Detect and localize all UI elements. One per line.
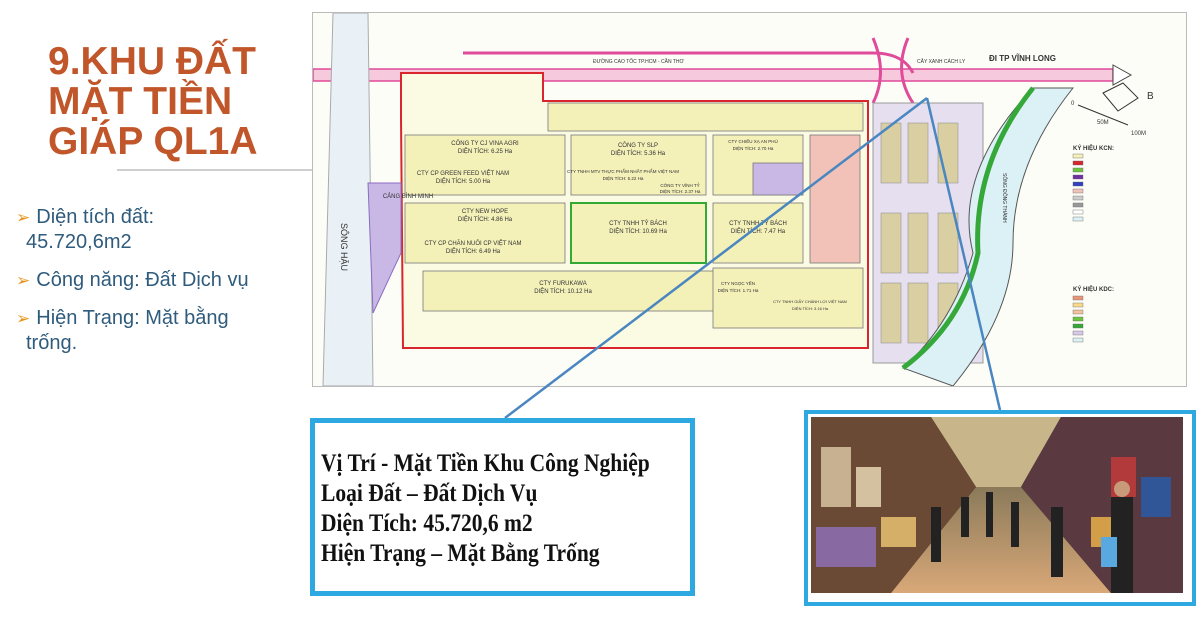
north-arrow-icon	[1102, 82, 1139, 112]
lot-area: DIỆN TÍCH: 6.25 Ha	[458, 147, 513, 155]
lot-area: DIỆN TÍCH: 7.47 Ha	[731, 227, 786, 235]
lot-area: DIỆN TÍCH: 5.00 Ha	[436, 177, 491, 185]
bullet-function: ➢ Công năng: Đất Dịch vụ	[16, 268, 306, 293]
bullet-value: trống.	[26, 332, 78, 354]
market-photo	[804, 410, 1196, 606]
lot-label: CÔNG TY CJ VINA AGRI	[451, 140, 519, 147]
port-area	[367, 182, 402, 314]
lot-label: CẢNG BÌNH MINH	[383, 193, 433, 200]
lot-label: CTY CP GREEN FEED VIỆT NAM	[417, 169, 509, 177]
slide-title: 9.KHU ĐẤT MẶT TIỀN GIÁP QL1A	[48, 42, 258, 162]
block-g	[712, 267, 864, 329]
lot-label: CTY TNHH MTV THỰC PHẨM NHẤT PHẨM VIỆT NA…	[567, 167, 679, 174]
lot-label: CTY CP CHĂN NUÔI CP VIỆT NAM	[425, 239, 522, 247]
lot-label: CÔNG TY VĨNH TỶ	[660, 182, 699, 188]
bullet-list: ➢ Diện tích đất: 45.720,6m2 ➢ Công năng: Đ…	[16, 205, 306, 369]
lot-area: DIỆN TÍCH: 3.16 Ha	[792, 306, 829, 311]
river-left-label: SÔNG HẬU	[339, 223, 349, 271]
lot-label: CTY CHIẾU XẠ AN PHÚ	[728, 138, 777, 144]
lot-label: CTY TNHH GIẤY CHÁNH LỢI VIỆT NAM	[773, 299, 847, 304]
title-line: GIÁP QL1A	[48, 120, 258, 163]
bullet-text: Diện tích đất:	[36, 206, 155, 228]
block-pink	[809, 134, 861, 264]
arrowhead-bullet-icon: ➢	[16, 271, 31, 290]
title-line: MẶT TIỀN	[48, 80, 233, 123]
lot-area: DIỆN TÍCH: 1.71 Ha	[718, 286, 759, 293]
scale-label: 50M	[1097, 120, 1109, 126]
bullet-area: ➢ Diện tích đất: 45.720,6m2	[16, 205, 306, 255]
green-buffer-label: CÂY XANH CÁCH LY	[917, 58, 966, 65]
legend-title: KÝ HIỆU KDC:	[1073, 285, 1114, 293]
lot-area: DIỆN TÍCH: 6.49 Ha	[446, 247, 501, 255]
lot-label: CTY NEW HOPE	[462, 209, 508, 215]
lot-area: DIỆN TÍCH: 4.86 Ha	[458, 215, 513, 223]
arrowhead-bullet-icon: ➢	[16, 208, 31, 227]
arrowhead-bullet-icon: ➢	[16, 309, 31, 328]
lot-label: CTY NGỌC YẾN	[721, 280, 755, 286]
bullet-text: Công năng: Đất Dịch vụ	[36, 269, 249, 291]
lot-area: DIỆN TÍCH: 2.70 Ha	[733, 144, 774, 151]
lot-area: DIỆN TÍCH: 10.12 Ha	[534, 287, 592, 295]
ramp	[463, 51, 915, 74]
lot-area: DIỆN TÍCH: 5.22 Ha	[603, 174, 644, 181]
info-land-type: Loại Đất – Đất Dịch Vụ	[321, 480, 538, 507]
lot-area: DIỆN TÍCH: 2.37 Ha	[660, 187, 701, 194]
title-divider	[117, 169, 312, 171]
to-vinh-long-label: ĐI TP VĨNH LONG	[989, 54, 1056, 63]
market-interior-photo	[811, 417, 1183, 593]
lot-area: DIỆN TÍCH: 5.36 Ha	[611, 149, 666, 157]
legend-title: KÝ HIỆU KCN:	[1073, 144, 1114, 152]
block-top	[547, 102, 864, 132]
lot-label: CÔNG TY SLP	[618, 142, 658, 149]
lot-label: CTY TNHH TỶ BÁCH	[609, 220, 667, 227]
bullet-status: ➢ Hiện Trạng: Mặt bằng trống.	[16, 306, 306, 356]
scale-label: 0	[1071, 101, 1075, 107]
lot-label: CTY FURUKAWA	[539, 281, 586, 287]
title-line: 9.KHU ĐẤT	[48, 40, 257, 83]
highway-label: ĐƯỜNG CAO TỐC TP.HCM - CẦN THƠ	[593, 58, 685, 65]
info-box: Vị Trí - Mặt Tiền Khu Công Nghiệp Loại Đ…	[310, 418, 695, 596]
info-status: Hiện Trạng – Mặt Bằng Trống	[321, 540, 600, 567]
bullet-text: Hiện Trạng: Mặt bằng	[36, 307, 229, 329]
scale-label: 100M	[1131, 131, 1146, 137]
river-right-label: SÔNG ĐÔNG THÀNH	[1001, 173, 1008, 223]
info-location: Vị Trí - Mặt Tiền Khu Công Nghiệp	[321, 450, 650, 477]
lot-label: CTY TNHH TỶ BÁCH	[729, 220, 787, 227]
bullet-value: 45.720,6m2	[26, 231, 132, 253]
site-plan-map: ĐƯỜNG CAO TỐC TP.HCM - CẦN THƠ ĐI TP VĨN…	[312, 12, 1187, 387]
block-purple	[752, 162, 804, 196]
north-label: B	[1147, 91, 1154, 102]
lot-area: DIỆN TÍCH: 10.69 Ha	[609, 227, 667, 235]
info-area: Diện Tích: 45.720,6 m2	[321, 510, 533, 537]
